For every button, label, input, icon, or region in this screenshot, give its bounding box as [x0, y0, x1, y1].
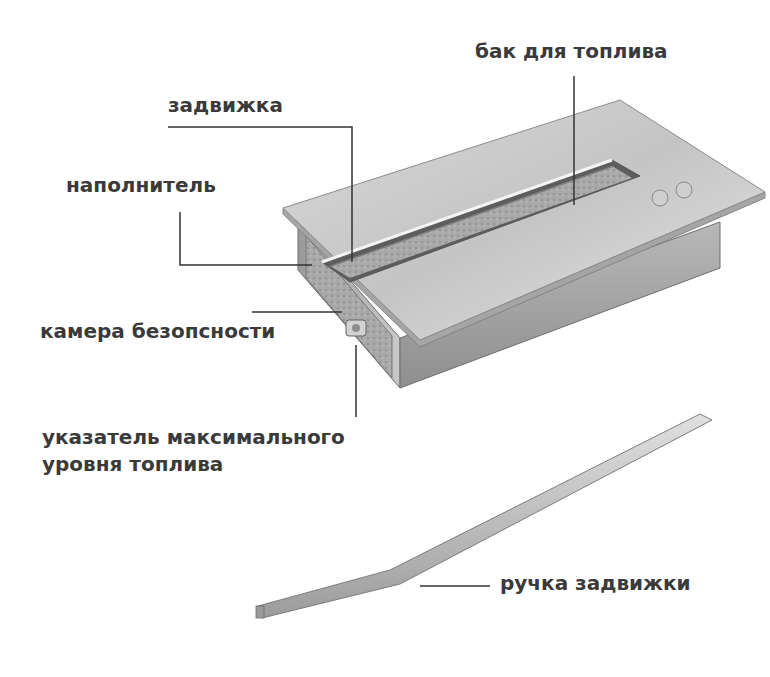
leader-line — [420, 585, 490, 587]
leader-line — [180, 212, 312, 265]
leader-line — [573, 76, 575, 205]
part-label: указатель максимального уровня топлива — [42, 424, 387, 478]
part-label: наполнитель — [66, 172, 216, 199]
part-label: ручка задвижки — [500, 570, 691, 597]
part-label: бак для топлива — [475, 38, 668, 65]
part-label: камера безопсности — [40, 318, 275, 345]
part-label: задвижка — [168, 92, 283, 119]
leader-line — [355, 345, 357, 417]
burner-body — [283, 100, 765, 388]
leader-line — [252, 311, 342, 313]
